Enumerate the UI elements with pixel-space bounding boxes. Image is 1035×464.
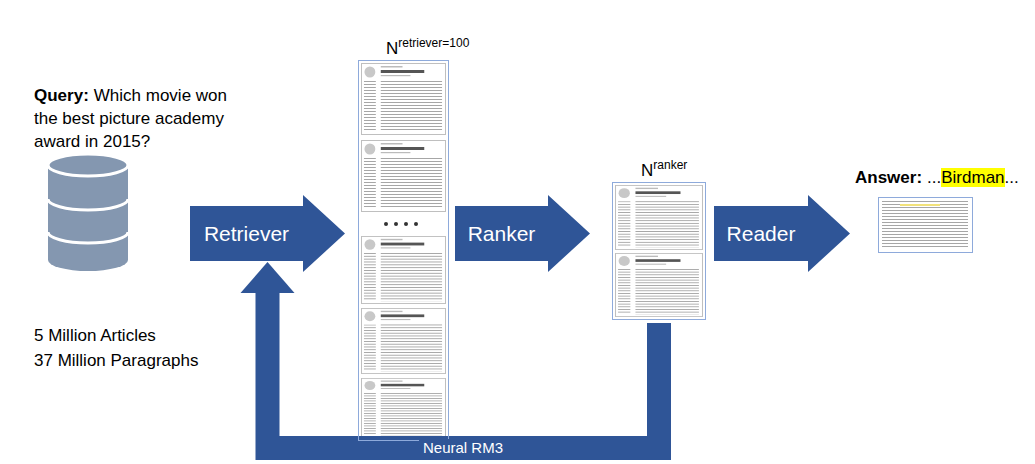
query-text: Query:Which movie won the best picture a… [34,84,254,153]
stage-name: Reader [727,222,796,246]
document-pages [616,185,703,316]
block-arrow: Retriever [190,195,345,272]
count-heading: Nretriever=100 [386,36,469,59]
block-arrow: Ranker [455,195,590,272]
document-stack: Nranker [612,182,706,320]
block-arrow-fill [714,195,850,272]
highlighted-answer: Birdman [941,168,1004,187]
count-subscript: ranker [653,158,687,172]
answer-text: Answer:...Birdman... [855,166,1033,189]
corpus-note: 37 Million Paragraphs [34,349,264,372]
corpus-note: 5 Million Articles [34,324,264,347]
label-text: Query: [34,86,89,105]
count-symbol: N [641,161,653,180]
block-arrow: Reader [714,195,850,272]
document-pages [361,64,445,438]
block-arrow-fill [190,195,345,272]
database-icon [48,154,128,271]
count-heading: Nranker [641,158,687,181]
feedback-band [268,292,660,448]
count-symbol: N [386,39,398,58]
label-text: 5 Million Articles [34,326,156,345]
answer-document [879,198,973,253]
document-stack: Nretriever=100 [358,60,449,441]
label-text: Answer: [855,168,922,187]
stage-name: Ranker [468,222,536,246]
label-text: ... [1005,168,1019,187]
stage-name: Retriever [204,222,289,246]
block-arrow-fill [455,195,590,272]
arrow-head [241,262,295,293]
label-text: ... [927,168,941,187]
label-text: 37 Million Paragraphs [34,351,198,370]
count-subscript: retriever=100 [398,36,469,50]
feedback-arrow [241,262,660,448]
edge-label: Neural RM3 [419,439,507,457]
